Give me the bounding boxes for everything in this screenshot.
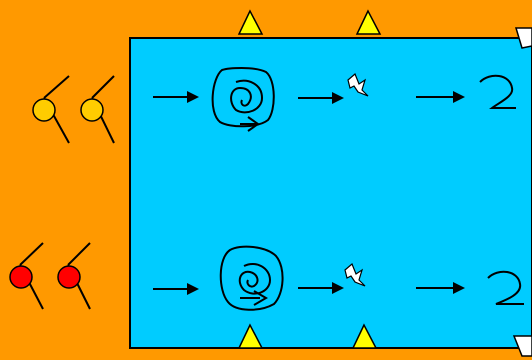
curl-bottom [487,270,524,305]
arrow-top-2 [298,92,344,104]
yellow-ball-2[interactable] [80,75,115,144]
arrow-bottom-3 [416,282,465,294]
bumper-bottom-2[interactable] [351,323,378,349]
spiral-bottom [219,245,284,311]
exit-gate-top [514,27,532,49]
red-ball-2[interactable] [57,242,91,310]
curl-top [479,74,516,109]
yellow-ball-1[interactable] [32,75,70,144]
spark-top [347,72,369,97]
red-ball-1[interactable] [9,242,44,310]
arena-field [129,37,532,349]
spark-bottom [344,262,366,287]
spiral-top [211,67,275,132]
arrow-top-3 [416,91,465,103]
bumper-bottom-1[interactable] [237,323,264,349]
exit-gate-bottom [512,335,532,357]
bumper-top-1[interactable] [237,9,264,35]
arrow-bottom-1 [153,283,199,295]
bumper-top-2[interactable] [355,9,382,35]
arrow-bottom-2 [298,282,344,294]
arrow-top-1 [153,91,199,103]
